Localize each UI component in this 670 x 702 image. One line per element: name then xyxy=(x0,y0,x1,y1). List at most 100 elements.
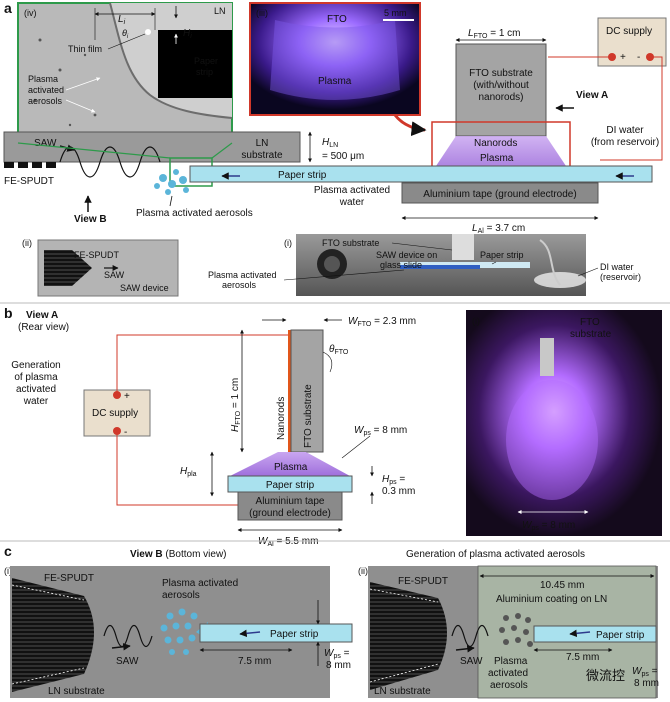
inset-ii-label: (ii) xyxy=(22,238,32,248)
c-i-droplets xyxy=(160,608,208,655)
inset-i-fto: FTO substrate xyxy=(322,238,379,248)
view-a-b: View A xyxy=(26,310,58,321)
c-i-label: (i) xyxy=(4,566,12,576)
theta-fto-label: θFTO xyxy=(329,344,349,356)
paper-strip-a xyxy=(189,165,653,183)
inset-iii-fto: FTO xyxy=(327,14,347,25)
w-fto-label: WFTO = 2.3 mm xyxy=(348,316,416,328)
l-al-label: LAl = 3.7 cm xyxy=(472,223,525,235)
aerosol-droplets-a xyxy=(154,169,189,195)
fto-substrate-b-label: FTO substrate xyxy=(303,384,314,448)
c-ii-wps: Wps =8 mm xyxy=(632,666,659,689)
zoom-pointer xyxy=(393,114,427,137)
inset-ii-saw-device: SAW device xyxy=(120,283,169,293)
c-i-saw: SAW xyxy=(116,656,139,667)
panel-a-label: a xyxy=(4,0,12,16)
h-ln-label: HLN= 500 μm xyxy=(322,137,364,162)
h-i-symbol: Hi xyxy=(183,28,192,40)
c-i-wps: Wps =8 mm xyxy=(324,648,351,671)
h-fto-label: HFTO = 1 cm xyxy=(230,378,242,432)
c-ii-coating: Aluminium coating on LN xyxy=(496,594,607,605)
h-ps-label: Hps =0.3 mm xyxy=(382,474,415,497)
dc-supply-b-label: DC supply xyxy=(92,408,138,419)
wire-a-minus xyxy=(600,56,663,161)
inset-iii-scale: 5 mm xyxy=(384,8,407,18)
inset-i-di-water: DI water(reservoir) xyxy=(600,262,641,282)
generation-c: Generation of plasma activated aerosols xyxy=(406,549,585,560)
nanorods-a: Nanorods xyxy=(474,138,517,149)
plasma-b-label: Plasma xyxy=(274,462,308,473)
inset-iii: (iii) FTO 5 mm Plasma xyxy=(249,2,421,116)
c-i-dim: 7.5 mm xyxy=(238,656,271,667)
photo-b-i-label: (i) xyxy=(472,316,480,326)
wire-b-plus xyxy=(116,334,292,395)
inset-ii-fe-spudt: FE-SPUDT xyxy=(74,250,120,260)
c-ii-paper-strip: Paper strip xyxy=(596,630,645,641)
panel-c-ii: (ii) FE-SPUDT 10.45 mm Aluminium coating… xyxy=(358,565,658,699)
aluminium-tape-a xyxy=(401,182,599,204)
plasma-a: Plasma xyxy=(480,153,514,164)
paper-strip-b-label: Paper strip xyxy=(266,480,315,491)
inset-ii-saw: SAW xyxy=(104,270,125,280)
c-ii-label: (ii) xyxy=(358,566,368,576)
dc-b-plus: + xyxy=(124,391,130,402)
c-ii-dim-top: 10.45 mm xyxy=(540,580,584,591)
inset-ii: (ii) FE-SPUDT SAW SAW device xyxy=(22,238,179,297)
c-ii-saw: SAW xyxy=(460,656,483,667)
dc-supply-a: DC supply + - xyxy=(597,17,667,67)
dc-supply-a-label: DC supply xyxy=(606,26,652,37)
paper-strip-a-label: Paper strip xyxy=(278,170,327,181)
inset-iii-label: (iii) xyxy=(256,8,268,18)
fe-spudt-a: FE-SPUDT xyxy=(4,176,54,187)
saw-a: SAW xyxy=(34,138,57,149)
photo-b-i-wps: Wps = 8 mm xyxy=(522,520,575,532)
c-i-paper-strip: Paper strip xyxy=(270,629,319,640)
inset-iii-plasma: Plasma xyxy=(318,76,352,87)
inset-iv-thin-film: Thin film xyxy=(68,44,102,54)
theta-i-symbol: θi xyxy=(122,28,129,40)
c-i-fe-spudt: FE-SPUDT xyxy=(44,573,94,584)
aluminium-tape-b xyxy=(237,491,343,521)
c-ii-watermark: 微流控 xyxy=(586,668,625,683)
fto-substrate-a xyxy=(455,43,547,137)
inset-i-label: (i) xyxy=(284,238,292,248)
wire-b-minus xyxy=(116,431,238,506)
dc-a-plus: + xyxy=(620,52,626,63)
plasma-region-a xyxy=(436,136,566,166)
dc-a-minus: - xyxy=(637,52,640,63)
nanorods-layer-b xyxy=(288,330,291,452)
inset-iv-ln: LN xyxy=(214,6,226,16)
c-ii-droplets xyxy=(499,613,533,647)
c-ii-fe-spudt: FE-SPUDT xyxy=(398,576,448,587)
dc-b-minus: - xyxy=(124,427,127,438)
nanorods-b-label: Nanorods xyxy=(276,397,287,440)
l-i-symbol: Li xyxy=(118,14,126,26)
panel-b-label: b xyxy=(4,305,13,321)
aluminium-tape-a-label: Aluminium tape (ground electrode) xyxy=(423,189,576,200)
inset-iv-label: (iv) xyxy=(24,8,37,18)
view-b-label-a: View B xyxy=(74,214,107,225)
fto-substrate-b xyxy=(290,329,324,453)
w-ps-b-label: Wps = 8 mm xyxy=(354,425,407,437)
di-water-a: DI water(from reservoir) xyxy=(591,125,659,148)
c-ii-dim: 7.5 mm xyxy=(566,652,599,663)
rear-view-b: (Rear view) xyxy=(18,322,69,333)
aerosols-a: Plasma activated aerosols xyxy=(136,208,253,219)
idt-blocks-a xyxy=(4,162,56,168)
c-ii-ln-substrate: LN substrate xyxy=(374,686,431,697)
view-a-label: View A xyxy=(576,90,608,101)
c-i-saw-wave xyxy=(103,624,153,648)
